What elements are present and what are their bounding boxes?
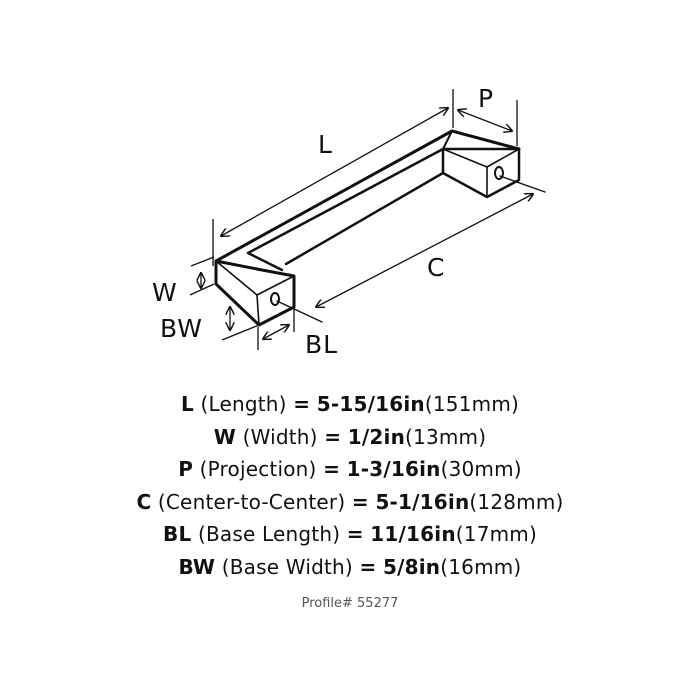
spec-imperial: 11/16in bbox=[370, 522, 456, 546]
spec-row-width: W (Width) = 1/2in(13mm) bbox=[0, 421, 700, 454]
handle-dimension-diagram: L P C W BW BL bbox=[152, 84, 546, 359]
spec-code: L bbox=[180, 392, 194, 416]
spec-row-base-length: BL (Base Length) = 11/16in(17mm) bbox=[0, 518, 700, 551]
spec-imperial: 1-3/16in bbox=[346, 457, 441, 481]
spec-equals: = bbox=[293, 392, 311, 416]
spec-metric: (17mm) bbox=[455, 522, 537, 546]
dimension-specs-list: L (Length) = 5-15/16in(151mm) W (Width) … bbox=[0, 388, 700, 583]
dimension-label-bl: BL bbox=[305, 330, 339, 359]
spec-equals: = bbox=[324, 424, 342, 449]
dimension-label-p: P bbox=[478, 84, 495, 113]
dimension-label-bw: BW bbox=[160, 314, 203, 343]
dimension-label-w: W bbox=[152, 278, 178, 307]
spec-code: P bbox=[178, 457, 194, 481]
spec-metric: (16mm) bbox=[440, 554, 522, 579]
spec-code: W bbox=[213, 424, 236, 449]
spec-name: (Base Length) bbox=[197, 522, 341, 546]
spec-equals: = bbox=[359, 554, 377, 579]
spec-row-base-width: BW (Base Width) = 5/8in(16mm) bbox=[0, 551, 700, 584]
profile-number: Profile# 55277 bbox=[301, 596, 399, 611]
spec-metric: (13mm) bbox=[405, 424, 487, 449]
spec-row-projection: P (Projection) = 1-3/16in(30mm) bbox=[0, 453, 700, 486]
spec-name: (Projection) bbox=[199, 457, 317, 481]
spec-name: (Center-to-Center) bbox=[157, 489, 346, 514]
spec-name: (Base Width) bbox=[221, 554, 353, 579]
spec-code: C bbox=[136, 489, 152, 514]
spec-metric: (128mm) bbox=[469, 489, 564, 514]
spec-imperial: 5-1/16in bbox=[375, 489, 470, 514]
spec-metric: (30mm) bbox=[440, 457, 522, 481]
spec-name: (Length) bbox=[200, 392, 287, 416]
spec-imperial: 5-15/16in bbox=[316, 392, 425, 416]
spec-name: (Width) bbox=[242, 424, 318, 449]
spec-equals: = bbox=[323, 457, 341, 481]
spec-metric: (151mm) bbox=[424, 392, 520, 416]
spec-imperial: 1/2in bbox=[347, 424, 406, 449]
spec-row-center-to-center: C (Center-to-Center) = 5-1/16in(128mm) bbox=[0, 486, 700, 519]
dimension-label-l: L bbox=[318, 130, 333, 159]
spec-imperial: 5/8in bbox=[382, 554, 441, 579]
dimension-label-c: C bbox=[427, 253, 446, 282]
spec-row-length: L (Length) = 5-15/16in(151mm) bbox=[0, 388, 700, 421]
spec-code: BL bbox=[163, 522, 192, 546]
cabinet-pull-drawing bbox=[189, 89, 546, 350]
spec-code: BW bbox=[178, 554, 216, 579]
spec-equals: = bbox=[351, 489, 369, 514]
spec-equals: = bbox=[346, 522, 364, 546]
